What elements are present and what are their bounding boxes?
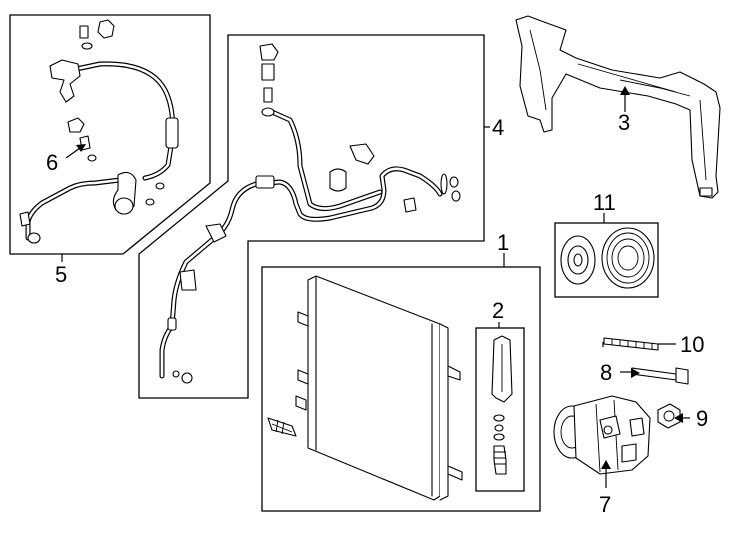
callout-10: 10 bbox=[680, 332, 704, 357]
callout-4: 4 bbox=[492, 115, 504, 140]
compressor-part-7 bbox=[553, 395, 651, 475]
callout-5: 5 bbox=[55, 262, 67, 287]
callout-8: 8 bbox=[600, 360, 612, 385]
callout-2: 2 bbox=[492, 298, 504, 323]
condenser bbox=[267, 275, 463, 501]
leader-lines bbox=[61, 86, 690, 488]
callout-6: 6 bbox=[46, 150, 58, 175]
condenser-box-1 bbox=[261, 266, 541, 512]
hose-assembly-box-4 bbox=[138, 34, 485, 399]
callout-1: 1 bbox=[497, 230, 509, 255]
callout-9: 9 bbox=[696, 406, 708, 431]
callout-11: 11 bbox=[593, 190, 616, 215]
pulley bbox=[601, 227, 655, 289]
nut-part-9 bbox=[657, 403, 681, 429]
liquid-line bbox=[159, 43, 461, 384]
stud-part-10 bbox=[603, 337, 659, 351]
clutch-box-11 bbox=[554, 222, 659, 298]
hose-assembly-box-5 bbox=[9, 14, 211, 255]
callout-3: 3 bbox=[618, 110, 630, 135]
radiator-support-part-3 bbox=[515, 15, 721, 199]
receiver-dryer-box-2 bbox=[475, 327, 525, 492]
callout-7: 7 bbox=[599, 492, 611, 517]
bolt-part-8 bbox=[631, 367, 689, 385]
suction-hose bbox=[19, 59, 179, 244]
clutch-plate bbox=[560, 235, 596, 285]
callouts: 1 2 3 4 5 6 7 8 9 10 11 bbox=[46, 110, 708, 517]
